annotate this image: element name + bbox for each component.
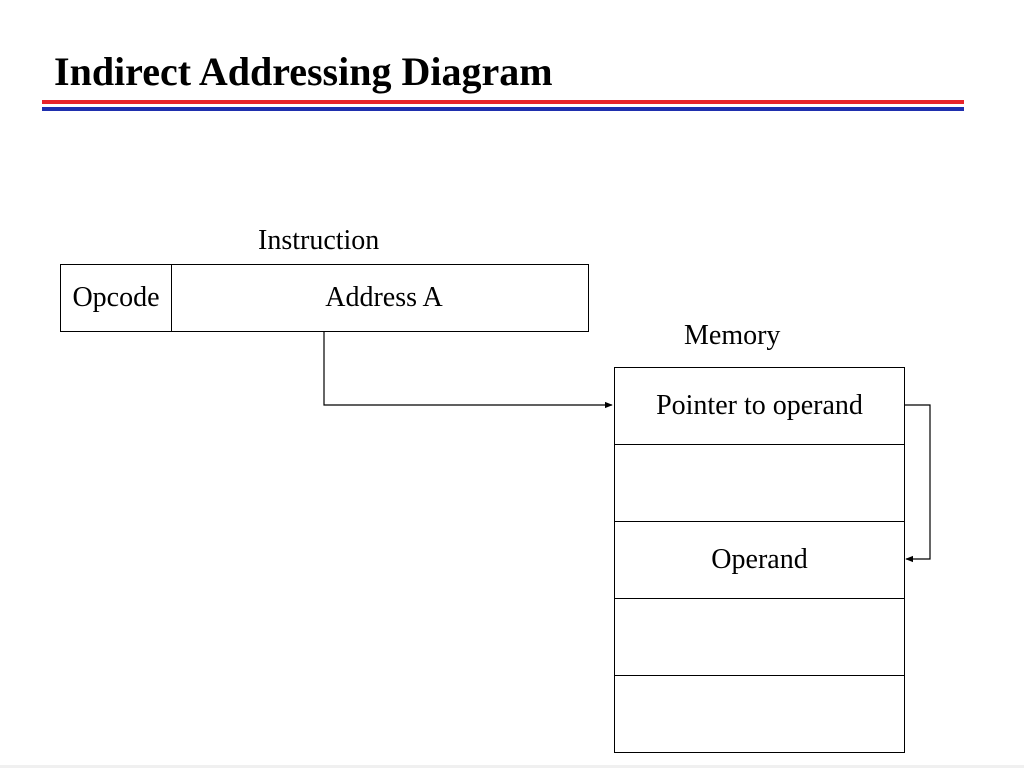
title-underline-red: [42, 100, 964, 104]
address-to-pointer-arrow: [323, 331, 613, 409]
pointer-to-operand-arrow: [904, 404, 931, 563]
memory-box: Pointer to operand Operand: [614, 367, 905, 753]
memory-cell-operand: Operand: [615, 522, 904, 599]
memory-cell-empty: [615, 445, 904, 522]
slide-footer-band: [0, 765, 1024, 768]
memory-cell-empty: [615, 599, 904, 676]
memory-cell-pointer: Pointer to operand: [615, 368, 904, 445]
slide-title: Indirect Addressing Diagram: [54, 49, 553, 94]
instruction-box: Opcode Address A: [60, 264, 589, 332]
memory-label: Memory: [684, 320, 781, 351]
address-field: Address A: [325, 282, 443, 313]
title-underline-blue: [42, 107, 964, 111]
memory-cell-empty: [615, 676, 904, 752]
opcode-field: Opcode: [61, 265, 172, 331]
instruction-label: Instruction: [258, 225, 380, 256]
